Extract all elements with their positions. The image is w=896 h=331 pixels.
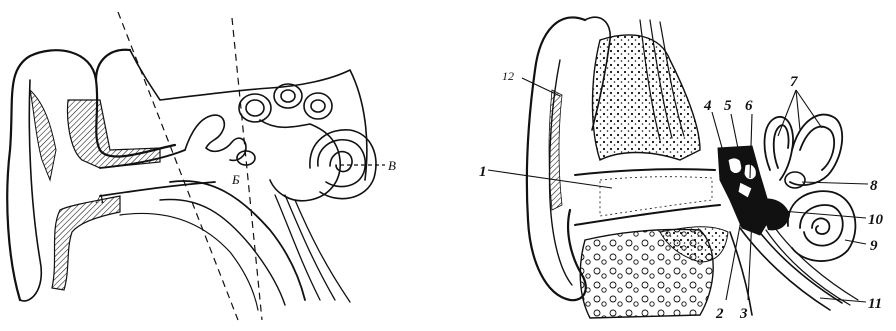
left-lower-cartilage [52,196,120,290]
left-pinna-outline [7,50,175,300]
right-label-9: 9 [870,238,878,254]
left-pinna-shading [30,90,56,180]
right-label-2: 2 [715,306,724,322]
right-label-1: 1 [479,164,487,180]
left-ossicles [185,115,246,160]
right-label-3: 3 [739,306,748,322]
right-label-5: 5 [724,98,732,114]
right-cochlea [788,191,856,261]
right-label-4: 4 [703,98,712,114]
left-label-b: Б [231,172,240,187]
left-boundary-line-1 [118,12,238,320]
right-temporal-bone [593,35,701,160]
left-boundary-line-2 [232,18,262,320]
right-ear-canal [575,169,720,225]
left-upper-cartilage [68,100,160,168]
right-label-10: 10 [868,212,884,228]
left-label-a: А [95,191,104,206]
right-eustachian-tube [730,222,842,315]
right-label-6: 6 [745,98,753,114]
right-ear-diagram: 1 2 3 4 5 6 7 8 9 10 11 12 [479,17,884,322]
right-label-11: 11 [868,296,882,312]
left-ear-diagram: А Б В [7,12,396,320]
right-label-7: 7 [790,74,798,90]
right-oval-window [785,172,805,188]
left-label-v: В [388,158,396,173]
right-label-12: 12 [502,69,514,83]
right-label-8: 8 [870,178,878,194]
